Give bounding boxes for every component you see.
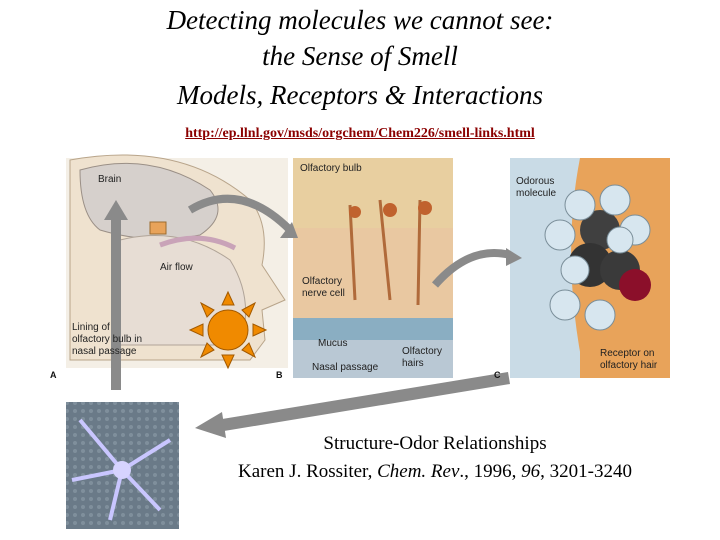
reference-title: Structure-Odor Relationships <box>323 433 547 454</box>
neuron-image <box>66 402 179 529</box>
reference-link[interactable]: http://ep.llnl.gov/msds/orgchem/Chem226/… <box>185 126 535 141</box>
panel-b-letter: B <box>276 370 283 380</box>
reference-pages: , 3201-3240 <box>540 461 632 482</box>
panel-c-letter: C <box>494 370 501 380</box>
label-olfactory-bulb: Olfactory bulb <box>300 163 362 174</box>
odorous-molecule <box>544 184 651 331</box>
panel-c-receptor <box>510 158 670 378</box>
label-nerve-cell-2: nerve cell <box>302 288 345 299</box>
title-line-2: the Sense of Smell <box>262 41 458 71</box>
panel-a-letter: A <box>50 370 57 380</box>
title-line-3: Models, Receptors & Interactions <box>177 80 543 110</box>
label-receptor-1: Receptor on <box>600 348 655 359</box>
label-mucus: Mucus <box>318 338 348 349</box>
sun-icon <box>188 290 268 370</box>
title-line-1: Detecting molecules we cannot see: <box>166 5 554 35</box>
arrows <box>104 194 522 438</box>
reference-author: Karen J. Rossiter, <box>238 461 378 482</box>
label-receptor-2: olfactory hair <box>600 360 658 371</box>
label-lining-1: Lining of <box>72 322 110 333</box>
label-brain: Brain <box>98 174 122 185</box>
label-molecule-1: Odorous <box>516 176 555 187</box>
label-hairs-2: hairs <box>402 358 424 369</box>
label-lining-2: olfactory bulb in <box>72 334 143 345</box>
reference-journal: Chem. Rev <box>377 461 460 482</box>
label-nerve-cell-1: Olfactory <box>302 276 343 287</box>
label-air-flow: Air flow <box>160 262 193 273</box>
label-lining-3: nasal passage <box>72 346 137 357</box>
reference-year: ., 1996, <box>459 461 522 482</box>
reference-volume: 96 <box>521 461 541 482</box>
reference-citation: Karen J. Rossiter, Chem. Rev., 1996, 96,… <box>185 461 685 483</box>
label-nasal-passage: Nasal passage <box>312 362 379 373</box>
label-hairs-1: Olfactory <box>402 346 443 357</box>
panel-b-tissue <box>293 158 453 378</box>
label-molecule-2: molecule <box>516 188 557 199</box>
